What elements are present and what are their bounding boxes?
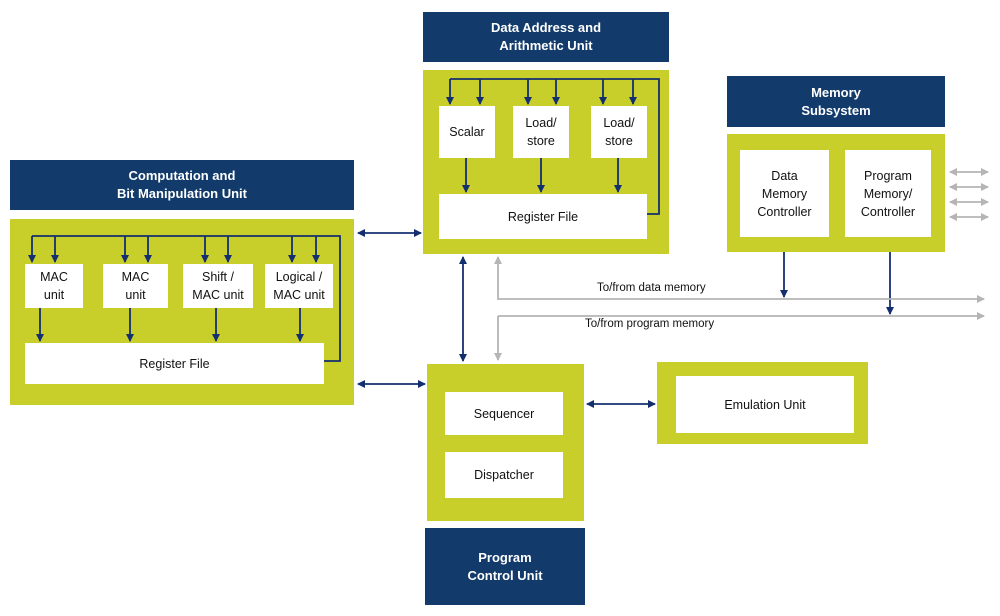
emulation-unit: Emulation Unit bbox=[676, 376, 854, 433]
dau-register-file: Register File bbox=[439, 194, 647, 239]
dispatcher: Dispatcher bbox=[445, 452, 563, 498]
mac-unit-2: MAC unit bbox=[103, 264, 168, 308]
scalar-unit: Scalar bbox=[439, 106, 495, 158]
mac-unit-1: MAC unit bbox=[25, 264, 83, 308]
program-memory-bus-label: To/from program memory bbox=[585, 318, 715, 330]
load-store-unit-1: Load/ store bbox=[513, 106, 569, 158]
program-memory-controller: Program Memory/ Controller bbox=[845, 150, 931, 237]
pcu-title: Program Control Unit bbox=[425, 528, 585, 605]
data-memory-controller: Data Memory Controller bbox=[740, 150, 829, 237]
cbmu-register-file: Register File bbox=[25, 343, 324, 384]
shift-mac-unit: Shift / MAC unit bbox=[183, 264, 253, 308]
cbmu-title: Computation and Bit Manipulation Unit bbox=[10, 160, 354, 210]
dau-title: Data Address and Arithmetic Unit bbox=[423, 12, 669, 62]
load-store-unit-2: Load/ store bbox=[591, 106, 647, 158]
sequencer: Sequencer bbox=[445, 392, 563, 435]
memory-title: Memory Subsystem bbox=[727, 76, 945, 127]
data-memory-bus bbox=[494, 256, 985, 303]
logical-mac-unit: Logical / MAC unit bbox=[265, 264, 333, 308]
